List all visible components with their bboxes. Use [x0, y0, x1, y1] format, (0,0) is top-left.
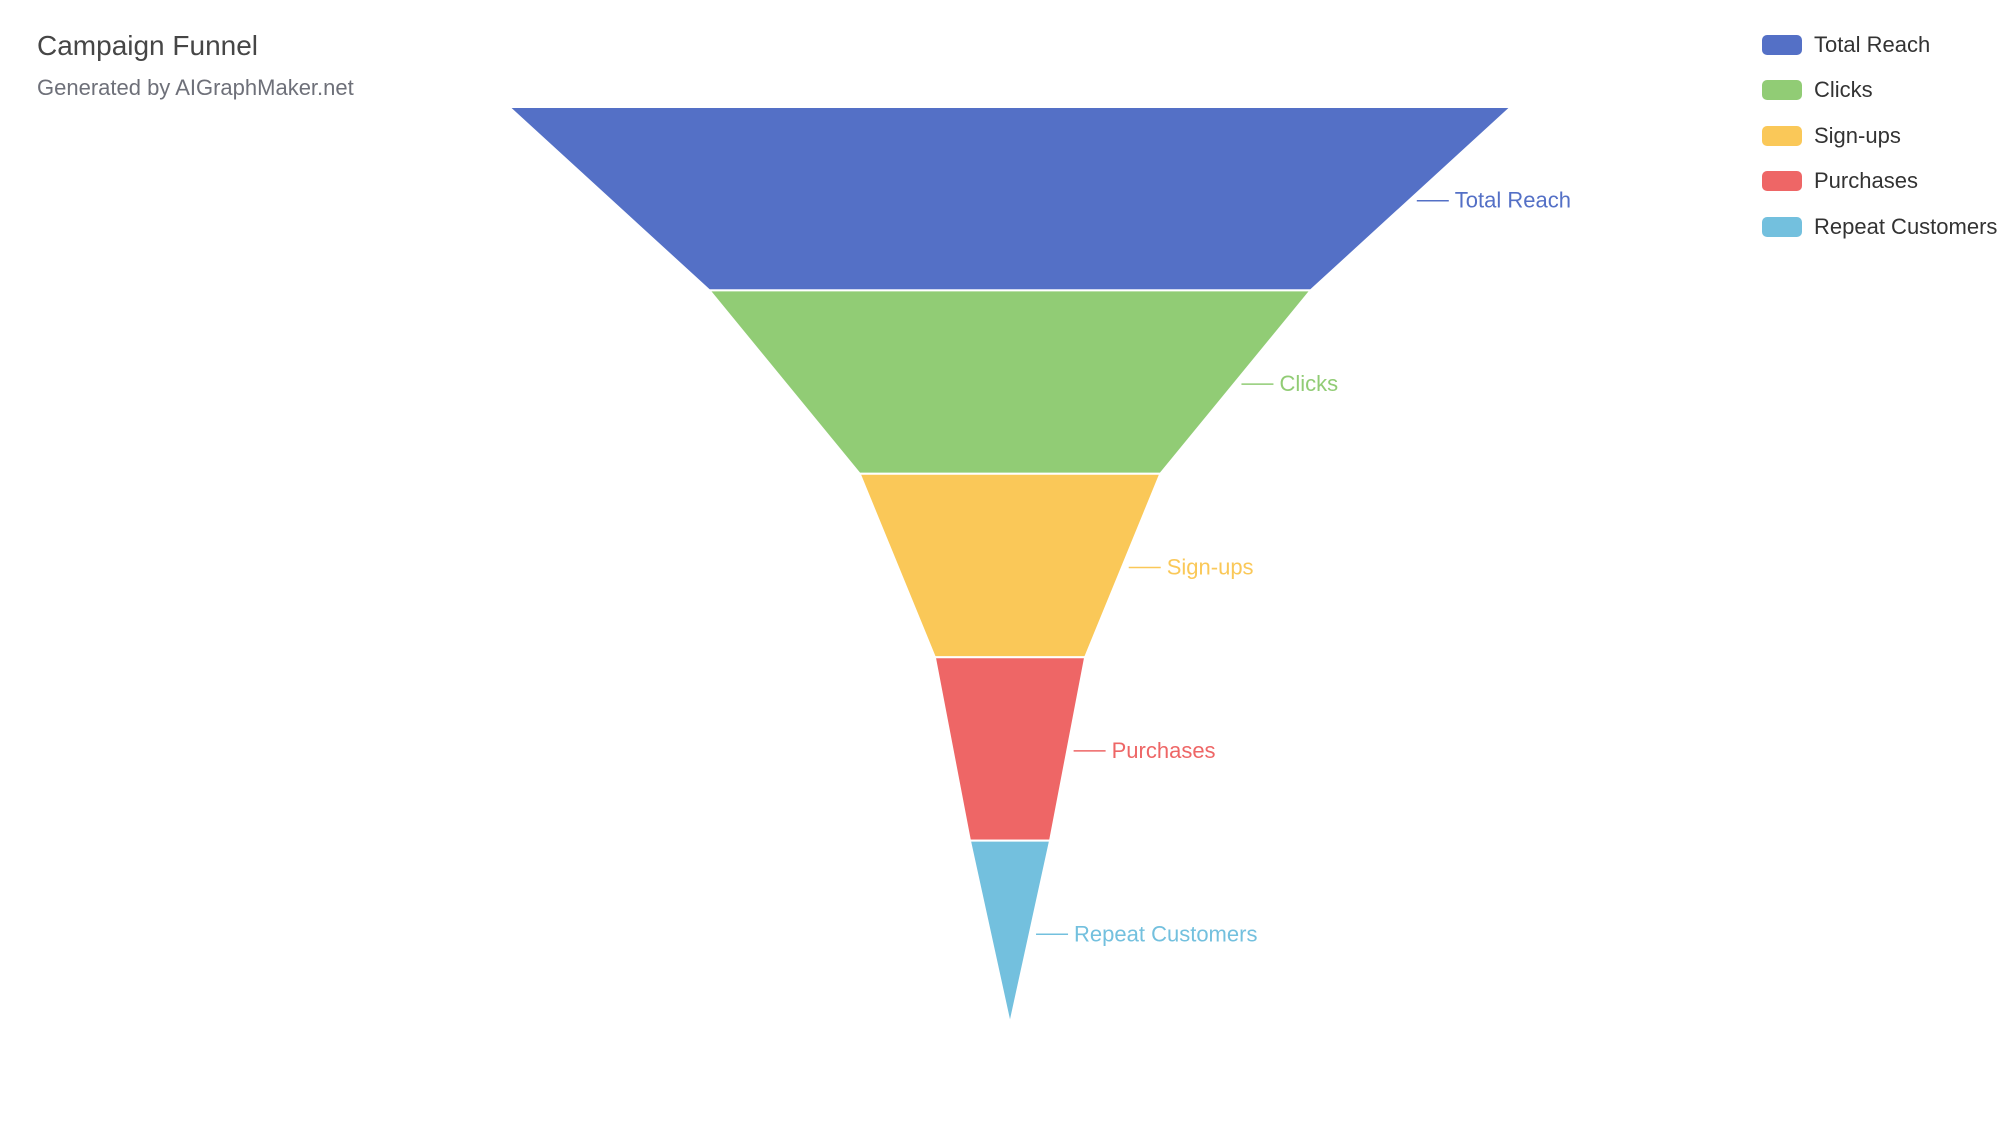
- data-label: Total Reach: [1455, 188, 1571, 213]
- legend-label: Purchases: [1814, 168, 1918, 194]
- legend-swatch: [1762, 80, 1802, 101]
- legend-swatch: [1762, 34, 1802, 55]
- data-label: Clicks: [1279, 371, 1338, 396]
- legend-item[interactable]: Repeat Customers: [1762, 204, 1997, 250]
- data-label: Repeat Customers: [1074, 921, 1257, 946]
- legend-label: Total Reach: [1814, 31, 1931, 57]
- legend-label: Clicks: [1814, 77, 1873, 103]
- chart-subtitle: Generated by AIGraphMaker.net: [37, 75, 354, 100]
- legend-item[interactable]: Total Reach: [1762, 22, 1997, 68]
- funnel-segment-clicks[interactable]: [707, 289, 1313, 475]
- data-label: Sign-ups: [1167, 555, 1254, 580]
- funnel-segment-purchases[interactable]: [933, 656, 1087, 842]
- funnel-segment-sign-ups[interactable]: [858, 472, 1162, 659]
- legend-label: Repeat Customers: [1814, 213, 1998, 239]
- legend-item[interactable]: Clicks: [1762, 68, 1997, 114]
- legend-item[interactable]: Sign-ups: [1762, 113, 1997, 159]
- chart-title: Campaign Funnel: [37, 30, 259, 61]
- legend-swatch: [1762, 125, 1802, 146]
- legend-swatch: [1762, 216, 1802, 237]
- legend-swatch: [1762, 171, 1802, 192]
- legend-item[interactable]: Purchases: [1762, 159, 1997, 205]
- funnel-segment-total-reach[interactable]: [506, 106, 1514, 292]
- funnel-segment-repeat-customers[interactable]: [968, 839, 1052, 1025]
- data-label: Purchases: [1112, 738, 1216, 763]
- legend-label: Sign-ups: [1814, 122, 1901, 148]
